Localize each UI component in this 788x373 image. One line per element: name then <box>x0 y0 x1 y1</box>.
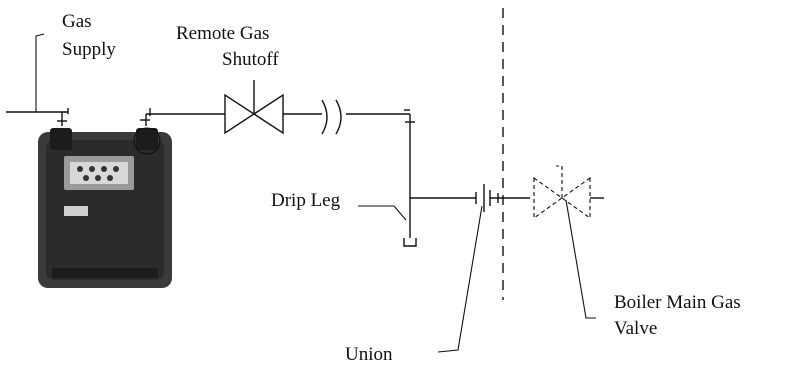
drop-and-drip-leg <box>403 122 476 247</box>
label-remote-shutoff-2: Shutoff <box>222 49 279 70</box>
boiler-valve-leader <box>565 199 596 319</box>
union-leader <box>437 205 483 353</box>
label-boiler-valve-2: Valve <box>614 318 657 339</box>
label-drip-leg: Drip Leg <box>271 190 341 211</box>
supply-pipe <box>6 108 69 126</box>
drip-leg-leader <box>358 205 407 221</box>
boiler-main-gas-valve <box>533 165 604 220</box>
gas-meter <box>38 127 172 288</box>
meter-outlet <box>140 108 225 126</box>
label-boiler-valve-1: Boiler Main Gas <box>614 292 741 313</box>
label-remote-shutoff-1: Remote Gas <box>176 23 269 44</box>
pipe-with-break <box>283 99 415 135</box>
gas-supply-leader <box>35 33 45 112</box>
label-gas-supply-1: Gas <box>62 11 92 32</box>
label-union: Union <box>345 344 393 365</box>
union-fitting <box>475 184 530 212</box>
remote-gas-shutoff-valve <box>224 80 284 135</box>
label-gas-supply-2: Supply <box>62 39 116 60</box>
